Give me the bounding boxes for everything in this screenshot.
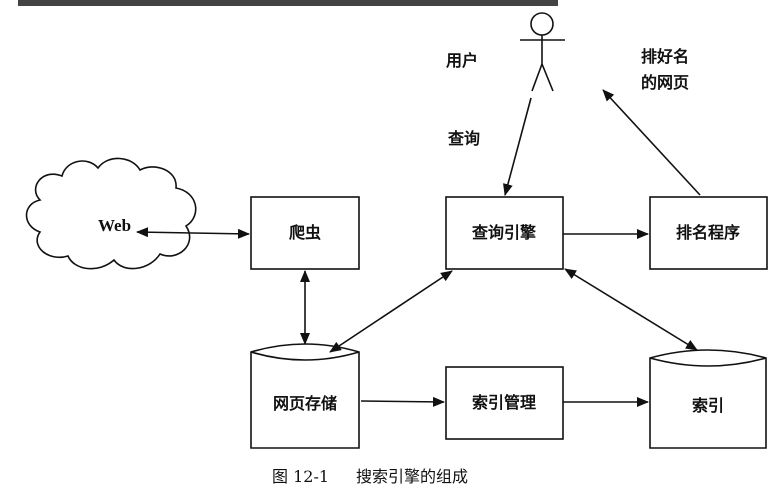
ranked-pages-arrow (602, 89, 701, 196)
web-label: Web (98, 216, 131, 235)
user-figure-icon (520, 12, 565, 92)
web-cloud: Web (25, 157, 197, 270)
index-cylinder: 索引 (649, 349, 767, 449)
index-manager-box (445, 366, 564, 440)
user-query-arrow (503, 97, 532, 196)
crawler-box (250, 196, 360, 270)
query-index-arrow (564, 268, 698, 351)
query-label: 查询 (448, 129, 480, 148)
user-label: 用户 (446, 51, 478, 70)
ranker-label: 排名程序 (676, 223, 740, 242)
crawler-label: 爬虫 (288, 223, 321, 242)
query-engine-box (445, 196, 564, 270)
index-manager-label: 索引管理 (472, 393, 536, 412)
ranker-box (649, 196, 768, 270)
index-label: 索引 (692, 396, 724, 415)
figure-number: 图 12-1 (272, 467, 329, 486)
ranked-pages-label-2: 的网页 (641, 73, 689, 92)
ranked-pages-label-1: 排好名 (641, 47, 689, 66)
cropped-text-line (18, 0, 558, 6)
page-store-cylinder: 网页存储 (250, 343, 360, 449)
figure-title: 搜索引擎的组成 (356, 467, 468, 486)
query-engine-label: 查询引擎 (472, 223, 537, 242)
store-query-arrow (329, 270, 453, 353)
store-indexmgr-arrow (360, 396, 445, 407)
web-crawler-arrow (136, 227, 250, 239)
page-store-label: 网页存储 (273, 394, 337, 413)
